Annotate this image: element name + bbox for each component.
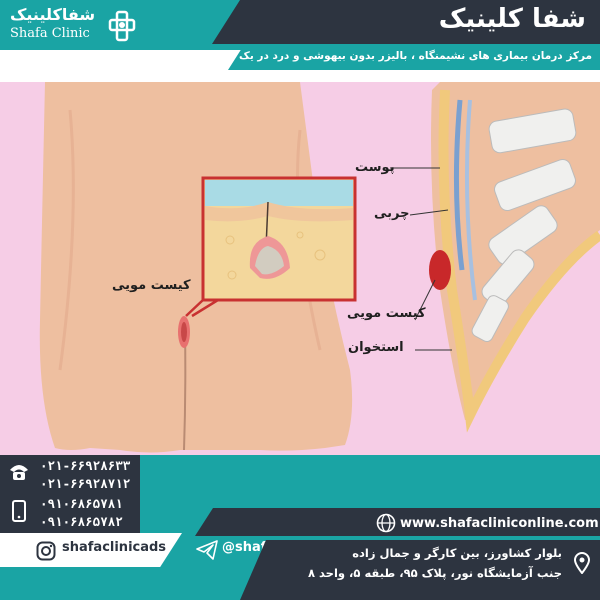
page-subtitle: مرکز درمان بیماری های نشیمنگاه ، بالیزر … (206, 50, 593, 62)
vertebrae (471, 108, 577, 342)
address-panel (240, 540, 600, 600)
instagram-icon (36, 541, 56, 561)
label-skin: پوست (355, 160, 395, 175)
mobile-icon (12, 500, 26, 522)
location-icon (574, 552, 590, 574)
medical-illustration (0, 82, 600, 460)
phone-1[interactable]: ۰۲۱-۶۶۹۲۸۶۳۳ (40, 458, 131, 473)
website-link[interactable]: www.shafacliniconline.com (400, 516, 599, 531)
subtitle-bar (228, 48, 600, 70)
logo-text-fa: شفاکلینیک (10, 5, 96, 24)
logo: شفاکلینیک Shafa Clinic (4, 2, 136, 48)
header-title-panel (212, 0, 600, 44)
logo-text-en: Shafa Clinic (10, 26, 90, 41)
website-strip (195, 508, 600, 536)
phone-icon (10, 465, 28, 480)
label-bone: استخوان (348, 340, 404, 355)
back-body (39, 82, 353, 453)
instagram-panel (0, 533, 182, 567)
page-title: شفا کلینیک (438, 4, 586, 34)
logo-cross-icon (108, 10, 136, 42)
address-line-2: جنب آزمایشگاه نور، پلاک ۹۵، طبقه ۵، واحد… (307, 566, 562, 580)
instagram-handle[interactable]: shafaclinicads (62, 540, 167, 555)
phone-2[interactable]: ۰۲۱-۶۶۹۲۸۷۱۲ (40, 476, 131, 491)
label-cyst-left: کیست مویی (112, 278, 191, 293)
address-line-1: بلوار کشاورز، بین کارگر و جمال زاده (352, 546, 562, 560)
label-fat: چربی (374, 206, 410, 221)
cyst-in-section (429, 250, 451, 290)
label-cyst-right: کیست مویی (347, 306, 426, 321)
telegram-icon (196, 540, 218, 560)
phone-4[interactable]: ۰۹۱۰۶۸۶۵۷۸۲ (40, 514, 123, 529)
globe-icon (376, 513, 396, 533)
phone-3[interactable]: ۰۹۱۰۶۸۶۵۷۸۱ (40, 496, 123, 511)
